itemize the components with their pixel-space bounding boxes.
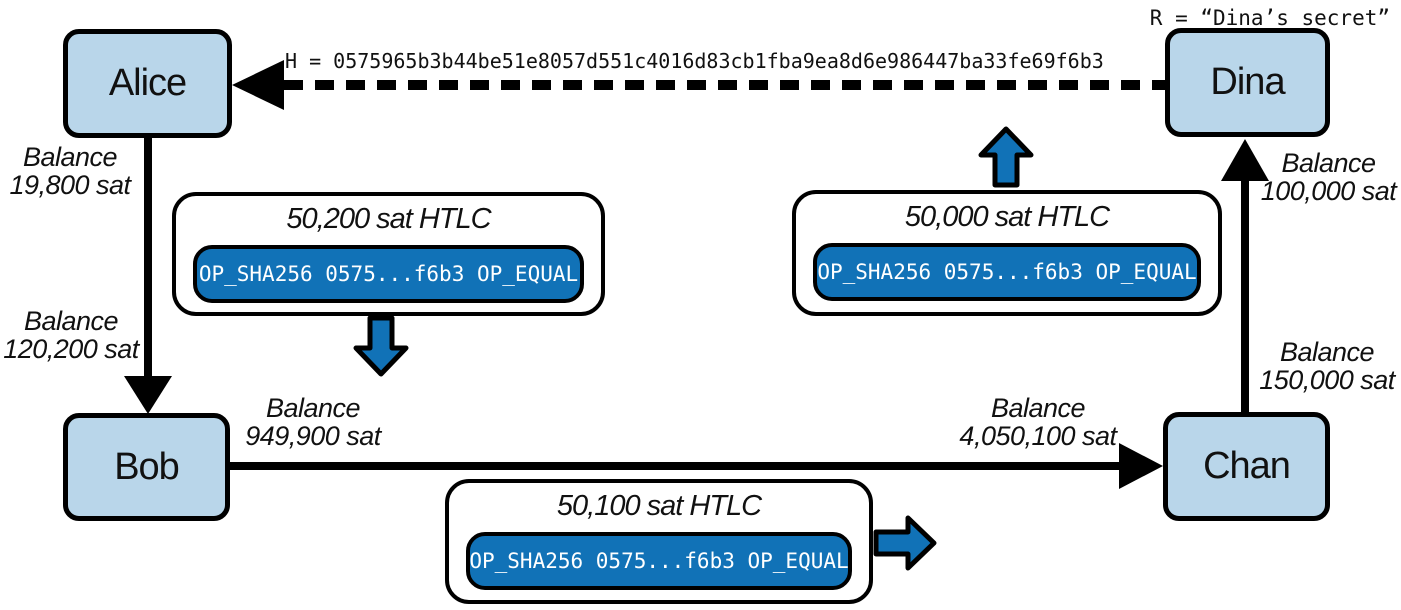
channel-line-chan-dina <box>1241 180 1249 414</box>
hash-dashed-line <box>284 80 1165 90</box>
node-alice: Alice <box>63 29 232 138</box>
htlc-script-pill: OP_SHA256 0575...f6b3 OP_EQUAL <box>466 532 852 590</box>
balance-word: Balance <box>990 393 1086 423</box>
arrowhead-up-icon <box>1221 139 1269 181</box>
node-label: Alice <box>108 62 187 104</box>
node-label: Bob <box>114 445 180 488</box>
htlc-flow-right-arrow-icon <box>873 515 937 571</box>
htlc-flow-up-arrow-icon <box>978 126 1034 188</box>
balance-amount: 100,000 sat <box>1260 176 1397 207</box>
node-bob: Bob <box>63 413 230 521</box>
balance-word: Balance <box>1279 337 1375 367</box>
htlc-box-bob-chan: 50,100 sat HTLC OP_SHA256 0575...f6b3 OP… <box>445 479 873 604</box>
channel-line-alice-bob <box>144 136 152 378</box>
payment-hash-label: H = 0575965b3b44be51e8057d551c4016d83cb1… <box>285 49 1104 73</box>
htlc-box-alice-bob: 50,200 sat HTLC OP_SHA256 0575...f6b3 OP… <box>172 192 605 316</box>
balance-chan-side-bob-channel: Balance 4,050,100 sat <box>938 394 1138 451</box>
balance-amount: 120,200 sat <box>3 334 139 365</box>
balance-chan-side-dina-channel: Balance 150,000 sat <box>1254 338 1400 395</box>
htlc-box-chan-dina: 50,000 sat HTLC OP_SHA256 0575...f6b3 OP… <box>792 190 1222 316</box>
balance-dina-side: Balance 100,000 sat <box>1256 149 1401 206</box>
preimage-secret-label: R = “Dina’s secret” <box>1149 6 1390 30</box>
htlc-script-pill: OP_SHA256 0575...f6b3 OP_EQUAL <box>813 243 1201 301</box>
htlc-script-pill: OP_SHA256 0575...f6b3 OP_EQUAL <box>193 245 584 303</box>
balance-amount: 949,900 sat <box>245 421 381 452</box>
channel-line-bob-chan <box>228 462 1125 470</box>
balance-bob-side-chan-channel: Balance 949,900 sat <box>213 394 413 451</box>
htlc-flow-down-arrow-icon <box>353 315 409 377</box>
balance-word: Balance <box>22 142 118 172</box>
balance-word: Balance <box>23 306 119 336</box>
balance-alice-side: Balance 19,800 sat <box>0 143 140 200</box>
balance-word: Balance <box>265 393 361 423</box>
arrowhead-right-icon <box>1119 443 1163 489</box>
balance-word: Balance <box>1281 148 1376 178</box>
htlc-title: 50,000 sat HTLC <box>904 201 1110 233</box>
node-dina: Dina <box>1165 28 1330 137</box>
htlc-title: 50,200 sat HTLC <box>286 203 491 235</box>
balance-amount: 4,050,100 sat <box>959 421 1117 452</box>
node-label: Dina <box>1210 61 1285 103</box>
node-chan: Chan <box>1163 412 1330 521</box>
balance-amount: 19,800 sat <box>9 170 131 201</box>
htlc-title: 50,100 sat HTLC <box>556 490 762 522</box>
balance-amount: 150,000 sat <box>1259 365 1395 396</box>
balance-bob-side-alice-channel: Balance 120,200 sat <box>0 307 142 364</box>
arrowhead-down-icon <box>124 376 172 414</box>
arrowhead-left-icon <box>232 60 284 110</box>
node-label: Chan <box>1203 445 1291 487</box>
